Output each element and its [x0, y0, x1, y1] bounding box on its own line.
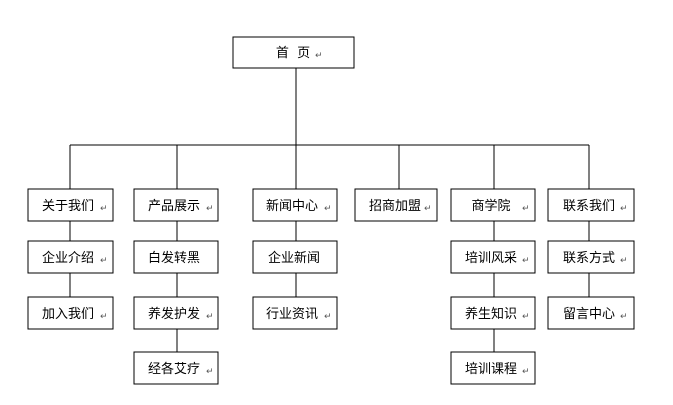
- paragraph-mark-icon: ↵: [522, 312, 530, 322]
- header-label: 产品展示: [148, 199, 200, 214]
- paragraph-mark-icon: ↵: [620, 204, 628, 214]
- item-label: 企业新闻: [268, 250, 320, 266]
- column-business-school: 商学院 ↵ 培训风采 ↵ 养生知识 ↵ 培训课程 ↵: [450, 188, 536, 385]
- header-label: 商学院: [471, 198, 510, 214]
- paragraph-mark-icon: ↵: [620, 256, 628, 266]
- item-node: 联系方式 ↵: [547, 240, 635, 274]
- item-node: 培训课程 ↵: [450, 351, 536, 385]
- header-node: 招商加盟 ↵: [354, 188, 438, 222]
- item-label: 企业介绍: [42, 250, 94, 266]
- item-node: 培训风采 ↵: [450, 240, 536, 274]
- item-node: 经各艾疗 ↵: [133, 351, 219, 385]
- paragraph-mark-icon: ↵: [324, 204, 332, 214]
- paragraph-mark-icon: ↵: [522, 204, 530, 214]
- paragraph-mark-icon: ↵: [206, 367, 214, 377]
- paragraph-mark-icon: ↵: [206, 204, 214, 214]
- item-node: 养发护发 ↵: [133, 296, 219, 330]
- column-news-center: 新闻中心 ↵ 企业新闻 行业资讯 ↵: [252, 188, 338, 330]
- header-label: 新闻中心: [266, 198, 318, 214]
- column-products: 产品展示 ↵ 白发转黑 养发护发 ↵ 经各艾疗 ↵: [133, 188, 219, 385]
- paragraph-mark-icon: ↵: [100, 204, 108, 214]
- item-node: 行业资讯 ↵: [252, 296, 338, 330]
- item-node: 企业介绍 ↵: [27, 240, 114, 274]
- item-label: 联系方式: [563, 250, 615, 266]
- header-node: 商学院 ↵: [450, 188, 536, 222]
- header-label: 联系我们: [563, 199, 615, 214]
- item-label: 经各艾疗: [148, 361, 200, 377]
- item-label: 留言中心: [563, 307, 615, 322]
- item-node: 企业新闻: [252, 240, 338, 274]
- header-node: 新闻中心 ↵: [252, 188, 338, 222]
- item-label: 养发护发: [148, 306, 200, 322]
- header-node: 关于我们 ↵: [27, 188, 114, 222]
- header-label: 招商加盟: [369, 199, 421, 214]
- root-node: 首 页 ↵: [232, 36, 355, 69]
- item-node: 加入我们 ↵: [27, 296, 114, 330]
- paragraph-mark-icon: ↵: [324, 312, 332, 322]
- column-about-us: 关于我们 ↵ 企业介绍 ↵ 加入我们 ↵: [27, 188, 114, 330]
- header-label: 关于我们: [42, 199, 94, 214]
- root-label: 首 页: [276, 46, 310, 61]
- column-contact-us: 联系我们 ↵ 联系方式 ↵ 留言中心 ↵: [547, 188, 635, 330]
- paragraph-mark-icon: ↵: [315, 51, 323, 61]
- paragraph-mark-icon: ↵: [522, 256, 530, 266]
- column-franchise: 招商加盟 ↵: [354, 188, 438, 222]
- header-node: 产品展示 ↵: [133, 188, 219, 222]
- paragraph-mark-icon: ↵: [206, 312, 214, 322]
- item-label: 白发转黑: [148, 250, 200, 266]
- paragraph-mark-icon: ↵: [424, 204, 432, 214]
- paragraph-mark-icon: ↵: [100, 312, 108, 322]
- paragraph-mark-icon: ↵: [620, 312, 628, 322]
- paragraph-mark-icon: ↵: [100, 256, 108, 266]
- item-label: 培训课程: [465, 361, 517, 377]
- paragraph-mark-icon: ↵: [522, 367, 530, 377]
- item-node: 养生知识 ↵: [450, 296, 536, 330]
- item-label: 养生知识: [465, 306, 517, 322]
- header-node: 联系我们 ↵: [547, 188, 635, 222]
- item-label: 培训风采: [465, 250, 517, 266]
- item-node: 留言中心 ↵: [547, 296, 635, 330]
- item-label: 行业资讯: [266, 307, 318, 322]
- item-label: 加入我们: [42, 307, 94, 322]
- item-node: 白发转黑: [133, 240, 219, 274]
